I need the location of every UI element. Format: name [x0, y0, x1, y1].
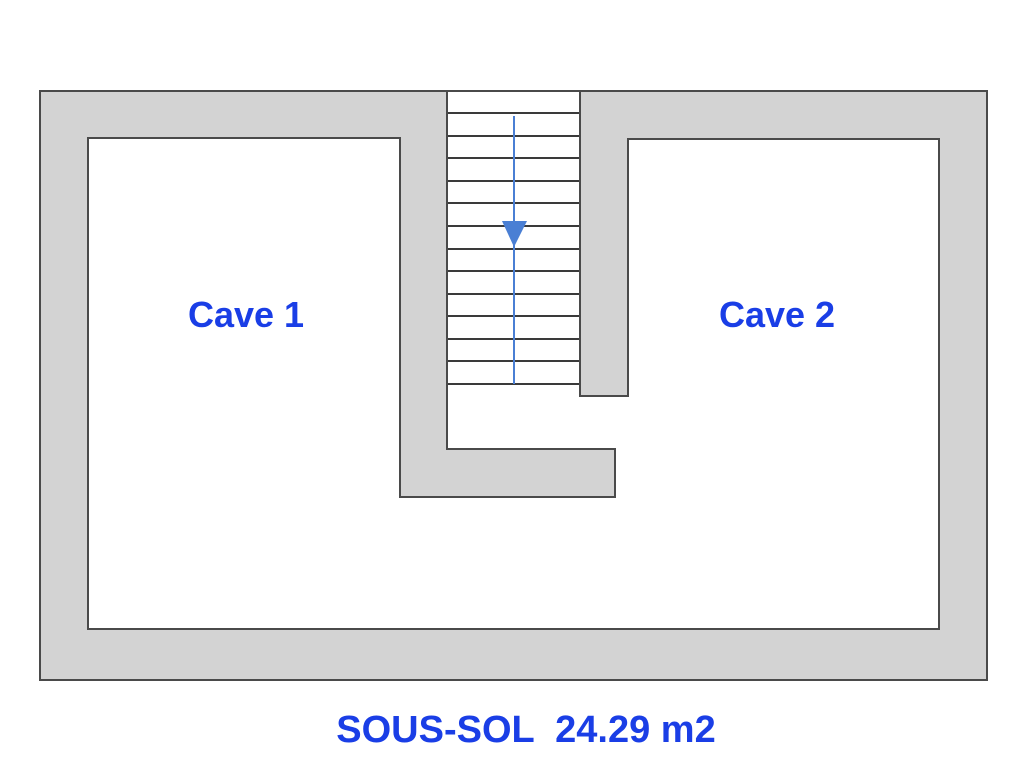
- room-label-cave-1: Cave 1: [188, 294, 304, 335]
- stair-arrow-head: [502, 221, 527, 247]
- room-label-cave-2: Cave 2: [719, 294, 835, 335]
- floor-caption: SOUS-SOL 24.29 m2: [336, 709, 715, 751]
- stair-direction-arrow-icon: [502, 116, 527, 384]
